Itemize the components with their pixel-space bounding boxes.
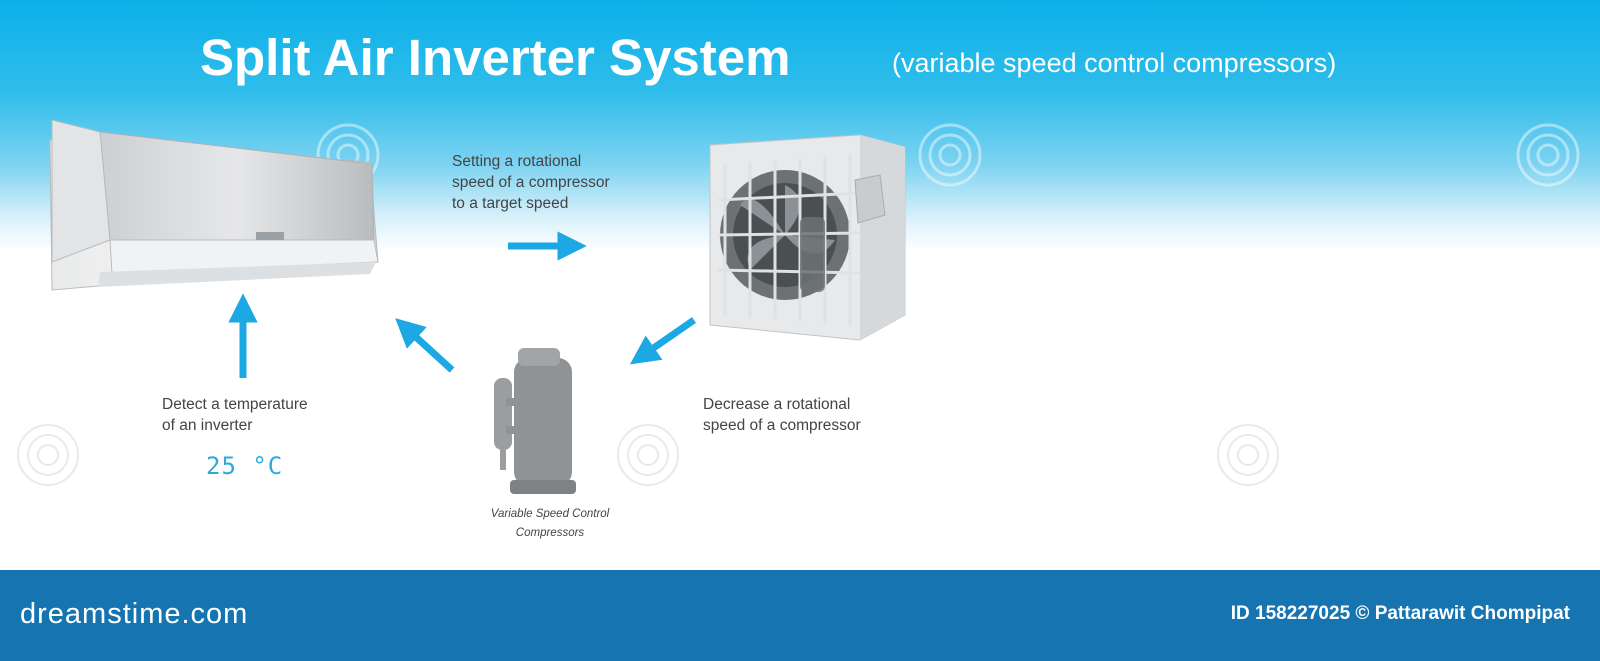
indoor-unit-icon — [49, 119, 379, 291]
step-decrease-speed-label: Decrease a rotational speed of a compres… — [703, 396, 861, 434]
arrow-up-left — [395, 318, 455, 373]
watermark-swirl-icon — [17, 424, 1279, 486]
step-set-speed-label: Setting a rotational speed of a compress… — [452, 153, 610, 212]
footer-band — [0, 570, 1600, 661]
diagram-title: Split Air Inverter System — [200, 29, 791, 86]
step-detect-temperature-label: Detect a temperature of an inverter — [162, 396, 308, 434]
image-credit: ID 158227025 © Pattarawit Chompipat — [1230, 603, 1570, 624]
temperature-readout: 25 °C — [206, 452, 284, 480]
flow-arrows — [228, 231, 696, 378]
compressor-icon — [494, 348, 576, 494]
diagram-subtitle: (variable speed control compressors) — [892, 48, 1337, 78]
outdoor-unit-icon — [709, 134, 906, 341]
arrow-down-left — [629, 317, 696, 365]
brand-watermark: dreamstime.com — [20, 598, 249, 630]
compressor-caption: Variable Speed Control Compressors — [490, 508, 610, 539]
